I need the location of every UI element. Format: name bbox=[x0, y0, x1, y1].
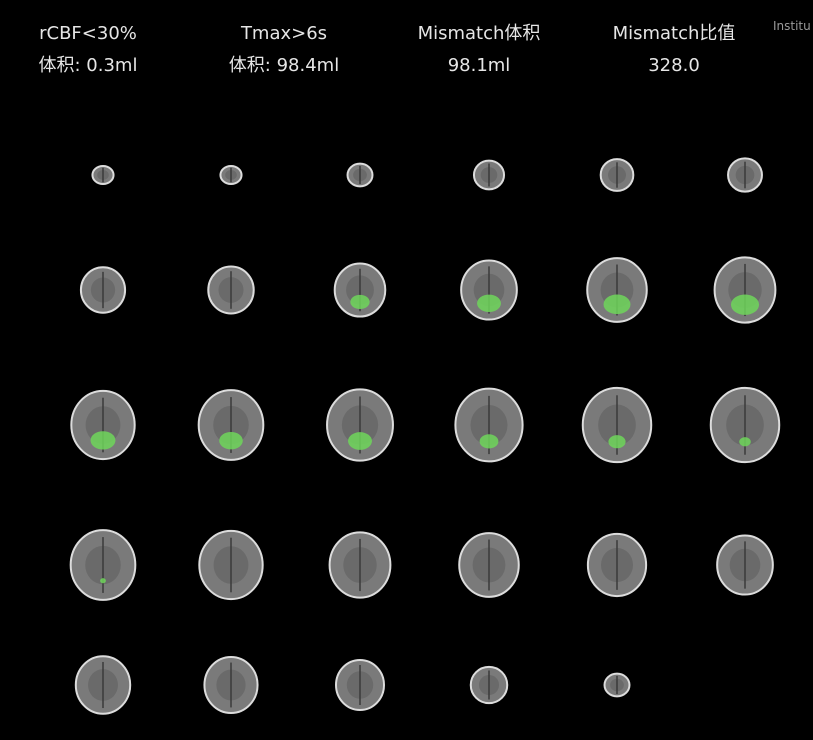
brain-slice bbox=[176, 370, 286, 480]
brain-slice-image bbox=[219, 164, 243, 186]
lesion-overlay bbox=[739, 437, 751, 447]
metric-label: rCBF<30% bbox=[39, 23, 137, 44]
brain-slice bbox=[562, 235, 672, 345]
lesion-overlay bbox=[603, 294, 631, 315]
brain-slice bbox=[176, 120, 286, 230]
brain-slice bbox=[176, 630, 286, 740]
metric-value: 98.1ml bbox=[447, 55, 511, 76]
brain-slice-image bbox=[328, 531, 392, 599]
brain-slice-image bbox=[70, 389, 136, 461]
metric-label: Tmax>6s bbox=[240, 23, 328, 44]
brain-slice bbox=[48, 630, 158, 740]
metric-rcbf: rCBF<30% 体积: 0.3ml bbox=[0, 18, 178, 82]
lesion-overlay bbox=[90, 431, 116, 450]
brain-slice bbox=[305, 235, 415, 345]
brain-slice bbox=[305, 120, 415, 230]
brain-slice bbox=[48, 120, 158, 230]
brain-slice-image bbox=[333, 262, 387, 318]
brain-slice bbox=[305, 510, 415, 620]
brain-slice bbox=[562, 510, 672, 620]
brain-slice-image bbox=[69, 529, 137, 601]
brain-slice bbox=[176, 235, 286, 345]
brain-slice bbox=[434, 510, 544, 620]
brain-slice bbox=[305, 630, 415, 740]
brain-slice-image bbox=[690, 630, 800, 740]
lesion-overlay bbox=[350, 294, 370, 310]
brain-slice bbox=[562, 120, 672, 230]
brain-slice bbox=[690, 120, 800, 230]
brain-slice-image bbox=[472, 159, 506, 191]
brain-slice bbox=[305, 370, 415, 480]
metric-tmax: Tmax>6s 体积: 98.4ml bbox=[194, 18, 374, 82]
metric-label: Mismatch比值 bbox=[612, 23, 736, 44]
brain-slice bbox=[434, 120, 544, 230]
brain-slice bbox=[434, 370, 544, 480]
lesion-overlay bbox=[219, 431, 243, 450]
brain-slice-image bbox=[603, 672, 631, 698]
brain-slice bbox=[48, 370, 158, 480]
brain-slice-image bbox=[716, 534, 774, 596]
metric-value: 体积: 98.4ml bbox=[228, 55, 340, 76]
metric-mismatch-ratio: Mismatch比值 328.0 bbox=[584, 18, 764, 82]
lesion-overlay bbox=[477, 294, 501, 313]
brain-slice bbox=[562, 370, 672, 480]
metric-value: 体积: 0.3ml bbox=[38, 55, 138, 76]
brain-slice-image bbox=[469, 665, 509, 705]
brain-slice-image bbox=[460, 259, 518, 321]
institution-watermark: Institu bbox=[773, 19, 811, 33]
brain-slice-image bbox=[91, 164, 115, 186]
lesion-overlay bbox=[730, 294, 760, 315]
brain-slice bbox=[48, 235, 158, 345]
brain-slice bbox=[690, 235, 800, 345]
brain-slice-image bbox=[713, 256, 777, 324]
brain-slice-image bbox=[599, 158, 635, 192]
brain-slice-image bbox=[454, 387, 524, 463]
brain-slice-image bbox=[346, 162, 374, 188]
brain-slice-image bbox=[79, 266, 127, 314]
brain-slice-image bbox=[74, 655, 132, 715]
brain-slice bbox=[434, 235, 544, 345]
brain-slice bbox=[690, 630, 800, 740]
brain-slice bbox=[176, 510, 286, 620]
metric-value: 328.0 bbox=[648, 55, 700, 76]
brain-slice-image bbox=[709, 386, 781, 464]
brain-slice-image bbox=[581, 386, 653, 464]
metric-mismatch-volume: Mismatch体积 98.1ml bbox=[389, 18, 569, 82]
brain-slice bbox=[562, 630, 672, 740]
metric-label: Mismatch体积 bbox=[417, 23, 541, 44]
lesion-overlay bbox=[348, 432, 372, 450]
brain-slice-image bbox=[727, 157, 763, 193]
brain-slice bbox=[434, 630, 544, 740]
brain-slice-image bbox=[335, 659, 385, 711]
brain-slice-image bbox=[198, 529, 264, 601]
brain-slice-image bbox=[586, 257, 648, 323]
brain-slice-image bbox=[458, 532, 520, 598]
lesion-overlay bbox=[100, 578, 106, 584]
metrics-header: rCBF<30% 体积: 0.3ml Tmax>6s 体积: 98.4ml Mi… bbox=[0, 18, 813, 82]
brain-slice-image bbox=[197, 389, 265, 461]
brain-slice-image bbox=[207, 265, 255, 315]
brain-slice-image bbox=[586, 532, 648, 598]
brain-slice bbox=[690, 370, 800, 480]
brain-slice bbox=[690, 510, 800, 620]
lesion-overlay bbox=[608, 435, 626, 449]
brain-slice-image bbox=[326, 388, 394, 462]
brain-slice bbox=[48, 510, 158, 620]
lesion-overlay bbox=[479, 434, 499, 449]
brain-slice-image bbox=[203, 655, 259, 715]
